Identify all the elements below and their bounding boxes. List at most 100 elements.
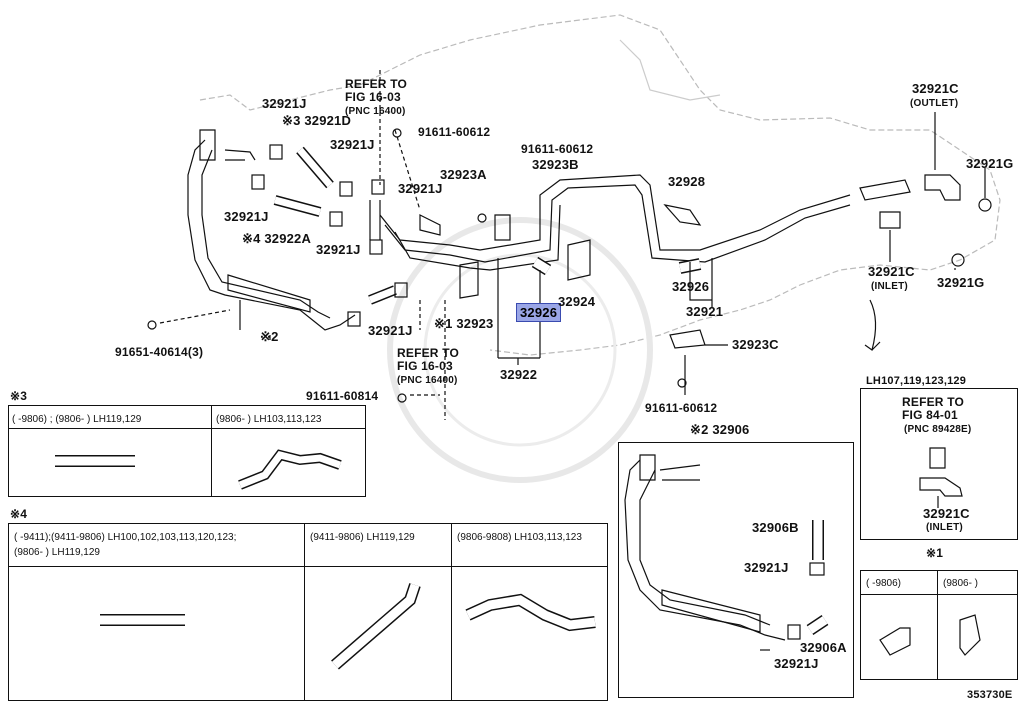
label-32928: 32928 (668, 174, 706, 189)
note1-table (860, 570, 1018, 680)
note2-title: ※2 32906 (690, 422, 750, 437)
note4-mark: ※4 (10, 507, 28, 521)
refer1-line2: FIG 16-03 (345, 90, 401, 104)
elbow-outlet (924, 174, 961, 201)
pipe-to-right-b (384, 184, 851, 263)
bolt-91611-60814 (397, 393, 407, 403)
bracket-32923b (494, 214, 511, 241)
note4-table (8, 523, 608, 701)
label-32921c-outlet: 32921C (912, 81, 959, 96)
label-91611-60814: 91611-60814 (306, 389, 379, 403)
note2-pipe-inner (639, 469, 771, 626)
clamp-f (369, 239, 383, 255)
clamp-e (329, 211, 343, 227)
refer2-line3: (PNC 16400) (397, 375, 458, 386)
bolt-91611-b (477, 213, 487, 223)
note4-col1-line2: (9806- ) LH119,129 (14, 547, 100, 558)
label-32921c-inlet: 32921C (868, 264, 915, 279)
label-32926-highlight[interactable]: 32926 (516, 303, 562, 322)
note3-col1-header: ( -9806) ; (9806- ) LH119,129 (12, 414, 142, 425)
bolt-91611-c (677, 378, 687, 388)
label-inlet: (INLET) (871, 281, 908, 292)
note2-bracket-bar (661, 589, 761, 633)
lh-refer-line3: (PNC 89428E) (904, 424, 972, 435)
bracket-32923a (419, 214, 441, 236)
clamp-c (371, 179, 385, 195)
label-32921j-e: 32921J (316, 242, 361, 257)
refer1-line1: REFER TO (345, 77, 408, 91)
note4-col2-header: (9411-9806) LH119,129 (310, 532, 415, 543)
label-outlet: (OUTLET) (910, 98, 959, 109)
pipe-to-right-c (394, 204, 561, 271)
clamp-a (269, 144, 283, 160)
fitting-inlet (879, 211, 901, 229)
note3-col2-header: (9806- ) LH103,113,123 (216, 414, 322, 425)
note4-col1-line1: ( -9411);(9411-9806) LH100,102,103,113,1… (14, 532, 237, 543)
left-pipe-inner (201, 149, 331, 319)
refer2-line2: FIG 16-03 (397, 359, 453, 373)
label-91611-60612-c: 91611-60612 (645, 401, 718, 415)
lh-fitting-elbow (919, 477, 963, 497)
label-32921j-a: 32921J (262, 96, 307, 111)
note4-col3-header: (9806-9808) LH103,113,123 (457, 532, 582, 543)
label-32923a: 32923A (440, 167, 487, 182)
note3-table (8, 405, 366, 497)
label-32922: 32922 (500, 367, 538, 382)
note1-col1-header: ( -9806) (866, 578, 902, 589)
label-32924: 32924 (558, 294, 596, 309)
bracket-32923 (459, 261, 479, 299)
clamp-h (347, 311, 361, 327)
note2-32921j-b: 32921J (774, 656, 819, 671)
note3-mark: ※3 (10, 389, 28, 403)
lh-fitting-upper (929, 447, 946, 469)
pipe-to-right-a (379, 174, 851, 251)
note2-box (618, 442, 854, 698)
clamp-d (251, 174, 265, 190)
note1-mark: ※1 (926, 546, 944, 560)
note2-32906b: 32906B (752, 520, 799, 535)
note1-bracket-b (959, 614, 981, 656)
clamp-b (339, 181, 353, 197)
left-pipe-outer (187, 139, 356, 331)
label-32923: ※1 32923 (434, 316, 494, 331)
label-32921j-d: 32921J (224, 209, 269, 224)
oring-g1 (978, 198, 992, 212)
left-bracket-bar (227, 274, 311, 313)
label-32921g-a: 32921G (966, 156, 1014, 171)
lh-inlet: (INLET) (926, 522, 963, 533)
engine-outline (359, 14, 1001, 356)
note2-32906a: 32906A (800, 640, 847, 655)
engine-outline-2 (199, 84, 361, 111)
label-32923b: 32923B (532, 157, 579, 172)
label-32923c: 32923C (732, 337, 779, 352)
refer2-line1: REFER TO (397, 346, 460, 360)
bracket-32928 (663, 204, 702, 226)
label-32926-b: 32926 (672, 279, 710, 294)
refer1-line3: (PNC 16400) (345, 106, 406, 117)
lh-header: LH107,119,123,129 (866, 375, 967, 387)
label-mark2: ※2 (260, 329, 279, 344)
bolt-91611-a (392, 128, 402, 138)
bracket-32924 (567, 239, 591, 281)
label-32921g-b: 32921G (937, 275, 985, 290)
note1-col2-header: (9806- ) (943, 578, 979, 589)
label-91611-60612-a: 91611-60612 (418, 125, 491, 139)
bolt-91651 (147, 320, 157, 330)
clamp-g (394, 282, 408, 298)
watermark (387, 217, 653, 483)
oring-g2 (951, 253, 965, 267)
note2-32921j: 32921J (744, 560, 789, 575)
label-91651: 91651-40614(3) (115, 345, 204, 359)
label-32921j-f: 32921J (368, 323, 413, 338)
bracket-32923c (669, 329, 706, 349)
lh-32921c: 32921C (923, 506, 970, 521)
label-32922a: ※4 32922A (242, 231, 312, 246)
label-91611-60612-b: 91611-60612 (521, 142, 594, 156)
figure-code: 353730E (967, 689, 1013, 701)
engine-outline-3 (619, 39, 721, 101)
fitting-outlet (859, 179, 911, 201)
label-32921j-b: 32921J (330, 137, 375, 152)
lh-refer-line2: FIG 84-01 (902, 408, 958, 422)
